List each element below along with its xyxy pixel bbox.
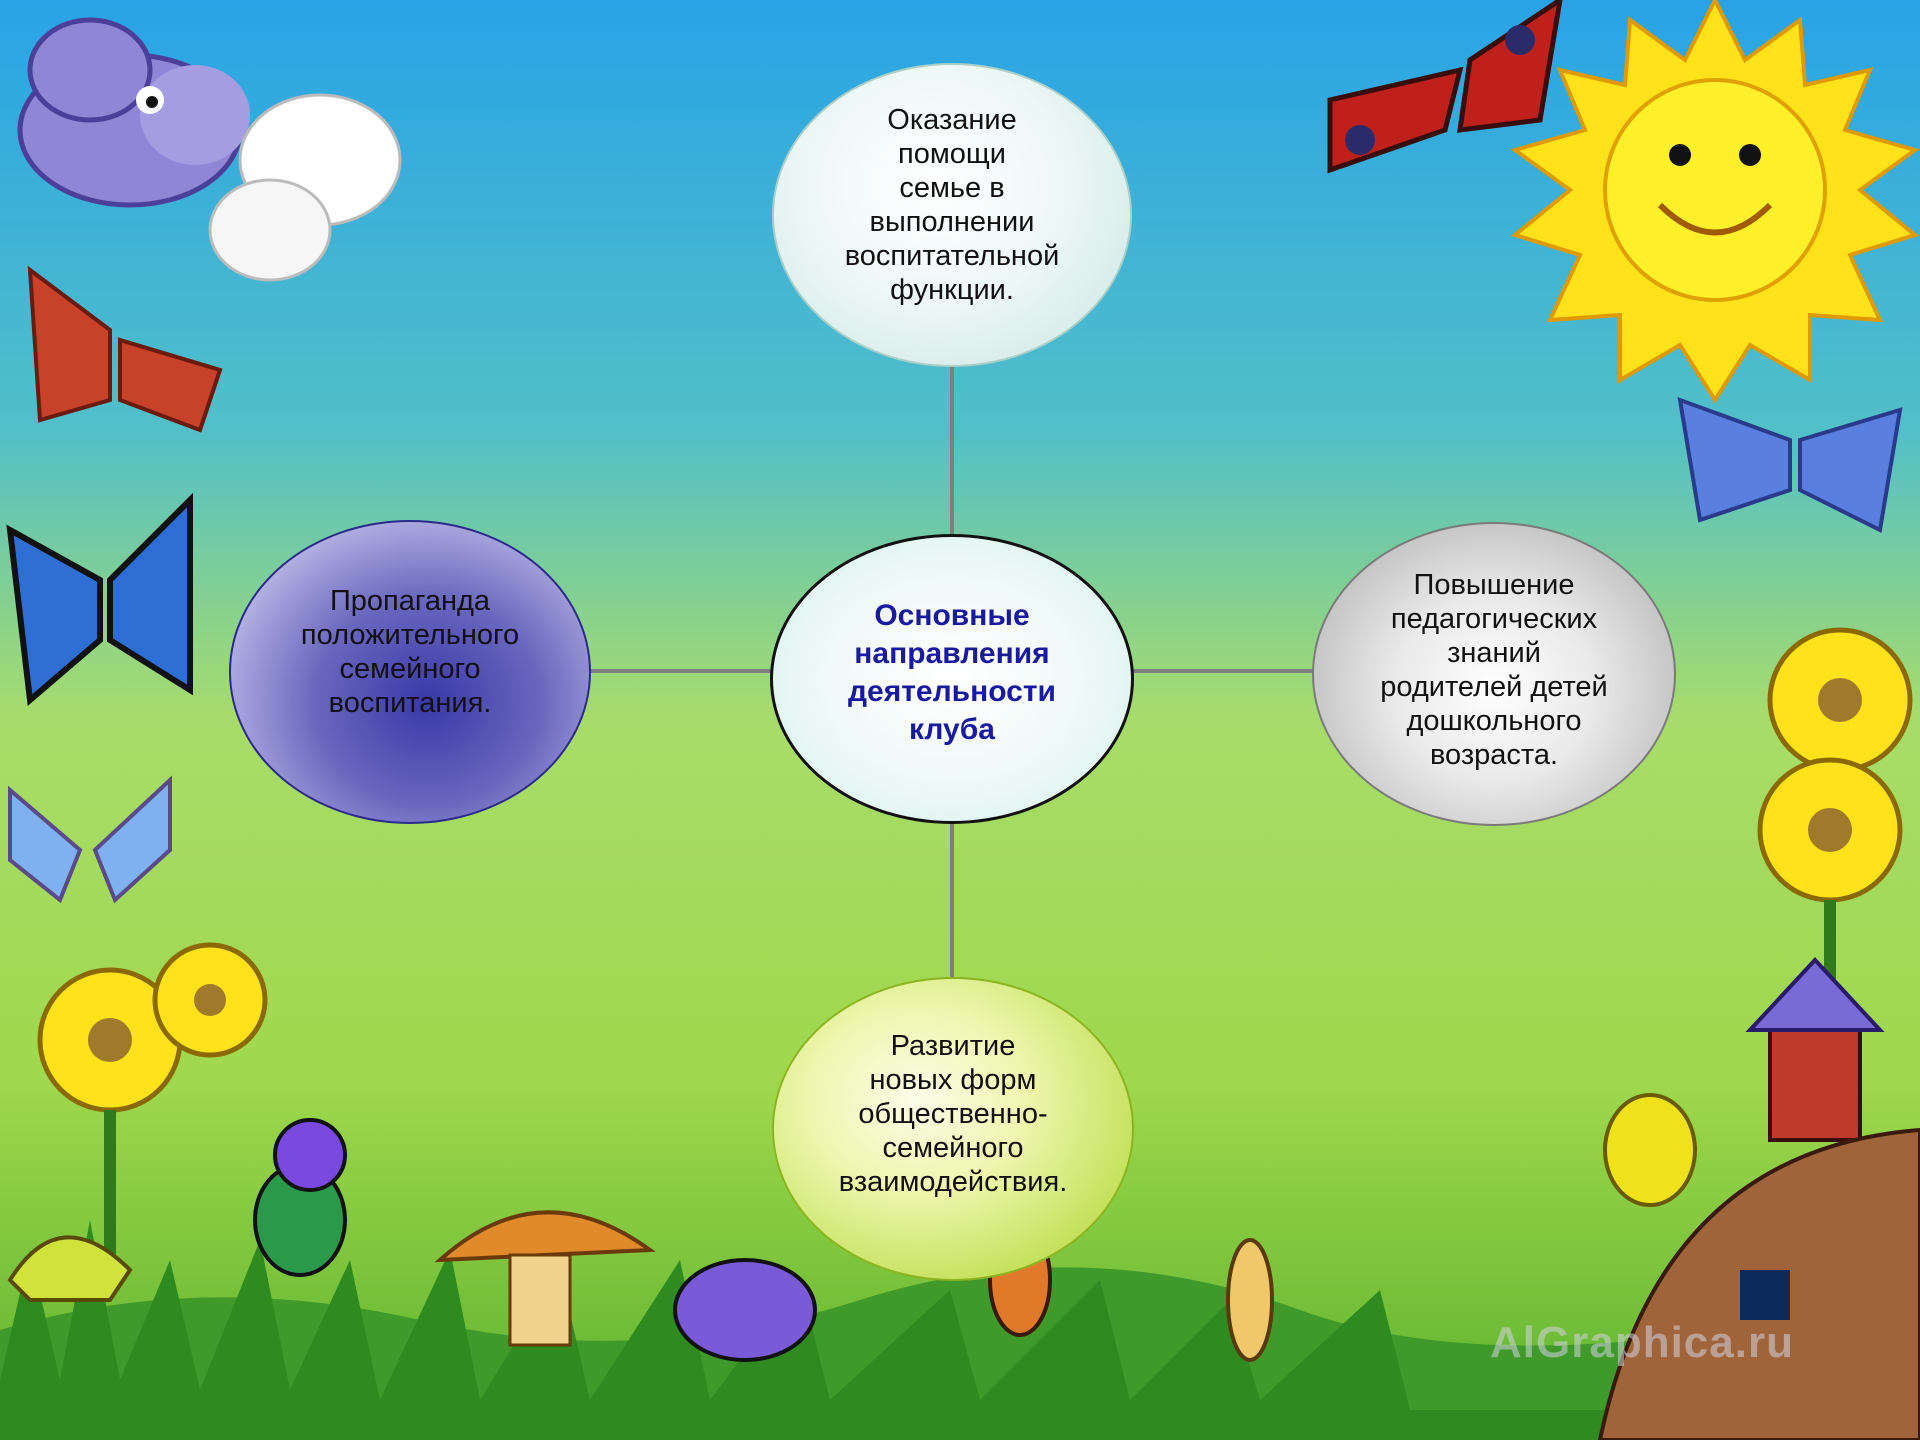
node-center: Основные направления деятельности клуба: [770, 534, 1134, 824]
sun-icon: [1510, 0, 1920, 404]
node-family-help-text: Оказание помощи семье в выполнении воспи…: [844, 104, 1060, 306]
cloud-character-icon: [17, 17, 402, 282]
watermark: AlGraphica.ru: [1490, 1318, 1794, 1367]
connector-left: [591, 669, 772, 673]
node-pedagogical-knowledge-text: Повышение педагогических знаний родителе…: [1380, 569, 1608, 771]
house-icon: [1597, 957, 1920, 1440]
mushroom-icon: [7, 1210, 656, 1347]
flower-icon: [1757, 627, 1913, 1020]
node-pedagogical-knowledge: Повышение педагогических знаний родителе…: [1312, 522, 1676, 826]
connector-top: [950, 367, 954, 536]
node-propaganda: Пропаганда положительного семейного восп…: [229, 520, 591, 824]
node-center-text: Основные направления деятельности клуба: [848, 599, 1056, 746]
butterfly-icon: [8, 775, 172, 904]
node-propaganda-text: Пропаганда положительного семейного восп…: [300, 585, 520, 719]
node-interaction-forms-text: Развитие новых форм общественно- семейно…: [838, 1030, 1068, 1198]
butterfly-icon: [1327, 0, 1563, 174]
butterfly-icon: [1677, 396, 1903, 533]
node-family-help: Оказание помощи семье в выполнении воспи…: [772, 63, 1132, 367]
node-interaction-forms: Развитие новых форм общественно- семейно…: [772, 977, 1134, 1281]
connector-bottom: [950, 822, 954, 979]
flower-icon: [37, 942, 268, 1290]
butterfly-icon: [6, 492, 193, 706]
butterfly-icon: [27, 265, 223, 433]
grass: [0, 1220, 1920, 1440]
connector-right: [1132, 669, 1314, 673]
